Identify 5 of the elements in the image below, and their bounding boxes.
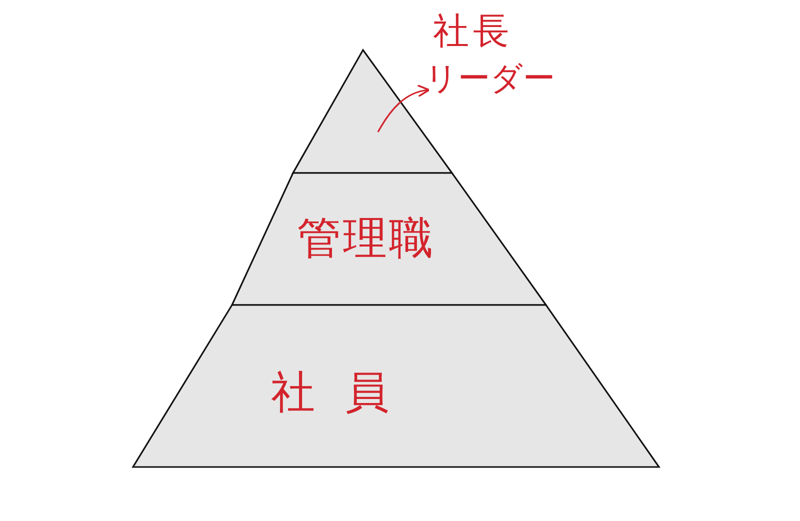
- tier-label: 社員: [271, 371, 419, 415]
- role-label: リーダー: [425, 62, 555, 94]
- role-label: 社長: [433, 14, 513, 50]
- tier-label: 管理職: [297, 217, 435, 261]
- arrow: [377, 85, 430, 132]
